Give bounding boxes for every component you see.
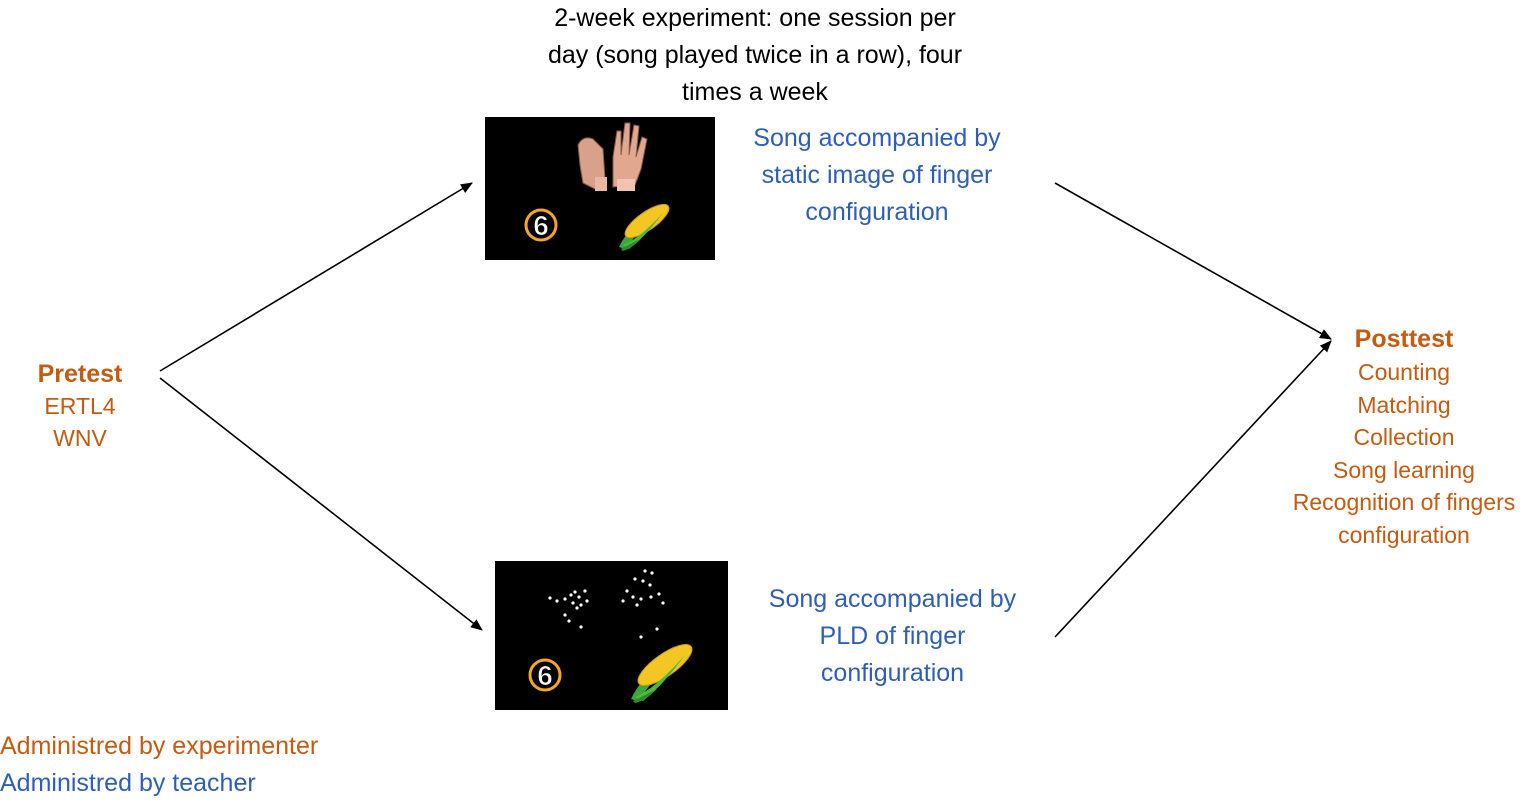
number-6-badge: 6 (524, 208, 558, 242)
legend-experimenter: Administred by experimenter (0, 732, 319, 760)
experiment-title: 2-week experiment: one session per day (… (470, 0, 1040, 111)
corn-icon (619, 203, 670, 251)
pretest-item-wnv: WNV (53, 425, 107, 451)
title-line-3: times a week (682, 78, 828, 106)
title-line-2: day (song played twice in a row), four (547, 41, 963, 69)
pld-desc-line-3: configuration (820, 659, 965, 687)
static-desc-line-2: static image of finger (761, 161, 993, 189)
static-image-panel: 6 (485, 117, 715, 260)
pretest-heading: Pretest (37, 360, 123, 388)
pretest-block: Pretest ERTL4 WNV (20, 358, 140, 454)
posttest-item-configuration: configuration (1338, 521, 1470, 548)
posttest-item-matching: Matching (1357, 391, 1451, 418)
legend: Administred by experimenter Administred … (0, 728, 318, 802)
static-desc-line-3: configuration (805, 198, 949, 226)
posttest-block: Posttest Counting Matching Collection So… (1270, 322, 1524, 551)
title-line-1: 2-week experiment: one session per (554, 4, 956, 32)
pretest-item-ertl4: ERTL4 (44, 393, 116, 419)
posttest-item-recognition: Recognition of fingers (1292, 489, 1516, 515)
pld-dots (548, 569, 665, 639)
pld-desc-line-1: Song accompanied by (768, 585, 1017, 613)
hands-icon (577, 122, 648, 191)
posttest-heading: Posttest (1354, 325, 1454, 353)
arrow-pretest-to-static (159, 182, 473, 372)
posttest-item-collection: Collection (1353, 424, 1455, 450)
posttest-item-counting: Counting (1357, 359, 1451, 385)
pld-desc-line-2: PLD of finger (819, 622, 966, 650)
pld-condition-description: Song accompanied by PLD of finger config… (740, 581, 1045, 692)
svg-text:6: 6 (537, 660, 553, 691)
corn-icon (631, 644, 693, 703)
arrow-pretest-to-pld (159, 377, 483, 631)
arrow-static-to-posttest (1054, 182, 1332, 340)
posttest-item-song-learning: Song learning (1333, 456, 1475, 483)
arrow-pld-to-posttest (1054, 340, 1332, 638)
number-6-badge: 6 (528, 658, 562, 692)
static-condition-description: Song accompanied by static image of fing… (727, 120, 1027, 231)
point-light-display: 6 (528, 569, 693, 703)
pld-panel: 6 (495, 561, 728, 710)
static-desc-line-1: Song accompanied by (753, 124, 1001, 152)
svg-text:6: 6 (533, 210, 549, 241)
legend-teacher: Administred by teacher (0, 769, 256, 797)
